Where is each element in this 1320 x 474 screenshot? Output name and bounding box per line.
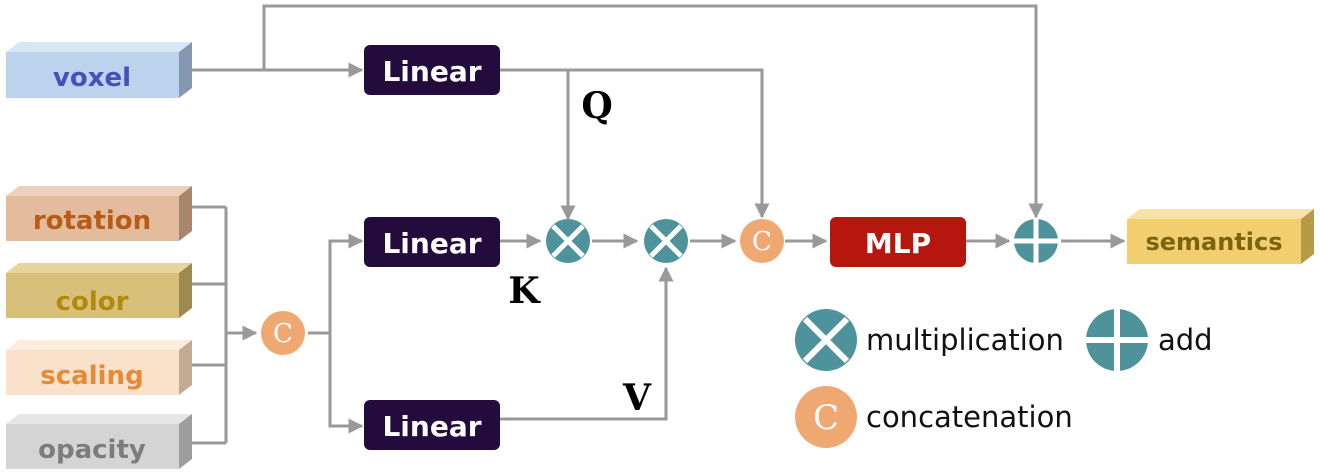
input-opacity: opacity (6, 414, 192, 469)
legend-add-label: add (1158, 323, 1213, 357)
output-semantics: semantics (1127, 209, 1314, 264)
rotation-label: rotation (33, 206, 151, 236)
legend-multiplication-label: multiplication (866, 323, 1064, 357)
connections (192, 4, 1126, 445)
concatenation-icon: C (795, 386, 857, 448)
voxel-label: voxel (53, 63, 131, 93)
k-label: K (508, 270, 541, 312)
concat-operator-1-symbol: C (273, 319, 293, 349)
v-to-multiply-arrow (500, 266, 674, 421)
mlp-label: MLP (865, 227, 931, 260)
linear-v-label: Linear (382, 410, 481, 443)
input-color: color (6, 263, 192, 318)
add-operator (1014, 219, 1058, 263)
multiply-operator-2 (644, 219, 688, 263)
linear-k-label: Linear (382, 227, 481, 260)
multiply-operator-1 (546, 219, 590, 263)
mlp-block: MLP (830, 217, 966, 267)
legend-concatenation-label: concatenation (866, 400, 1073, 434)
voxel-skip-arrow (262, 4, 1044, 219)
concat-to-linear-k-arrow (328, 233, 364, 333)
linear-q-block: Linear (364, 45, 500, 95)
linear-k-block: Linear (364, 217, 500, 267)
input-voxel: voxel (6, 42, 192, 98)
q-to-concat-arrow (568, 68, 770, 219)
legend-concat-symbol: C (813, 398, 839, 438)
color-label: color (56, 287, 129, 317)
multiplication-icon (795, 309, 857, 371)
concat-operator-1: C (261, 311, 305, 355)
concat-operator-2: C (740, 219, 784, 263)
opacity-label: opacity (38, 435, 146, 465)
linear-q-label: Linear (382, 55, 481, 88)
legend-add: add (1086, 309, 1213, 371)
semantics-label: semantics (1145, 228, 1282, 256)
add-icon (1086, 309, 1148, 371)
concat-operator-2-symbol: C (752, 227, 772, 257)
concat-to-linear-v-arrow (328, 333, 364, 434)
legend-concatenation: C concatenation (795, 386, 1073, 448)
q-label: Q (581, 85, 612, 127)
legend-multiplication: multiplication (795, 309, 1064, 371)
linear-v-block: Linear (364, 400, 500, 450)
input-rotation: rotation (6, 186, 192, 241)
v-label: V (622, 377, 652, 419)
scaling-label: scaling (40, 361, 143, 391)
legend: multiplication add C concatenation (795, 309, 1213, 448)
q-to-multiply-arrow (500, 68, 576, 221)
input-scaling: scaling (6, 340, 192, 395)
